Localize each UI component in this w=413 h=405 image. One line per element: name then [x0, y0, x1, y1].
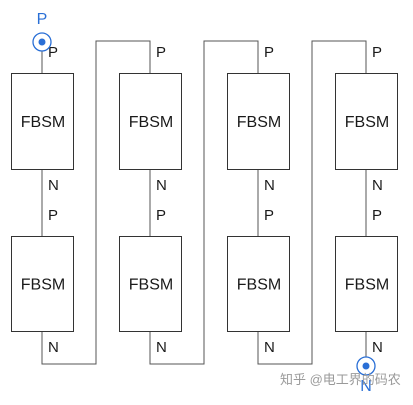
pin-p-c1-upper: P	[48, 44, 58, 61]
fbsm-module-c2-upper: FBSM	[119, 73, 182, 170]
module-label: FBSM	[345, 114, 389, 131]
fbsm-module-c4-upper: FBSM	[335, 73, 398, 170]
fbsm-module-c4-lower: FBSM	[335, 236, 398, 332]
module-box	[335, 73, 398, 170]
pin-p-c2-lower: P	[156, 207, 166, 224]
module-box	[11, 73, 74, 170]
interconnect-1-2	[41, 40, 151, 365]
terminal-positive-ring	[32, 32, 52, 52]
pin-n-c2-upper: N	[156, 177, 167, 194]
pin-n-c4-lower: N	[372, 339, 383, 356]
module-label: FBSM	[21, 114, 65, 131]
module-box	[119, 236, 182, 332]
pin-n-c2-lower: N	[156, 339, 167, 356]
terminal-negative-ring	[356, 356, 376, 376]
module-box	[335, 236, 398, 332]
terminal-positive: P	[32, 11, 52, 52]
module-label: FBSM	[237, 277, 281, 294]
pin-p-c4-lower: P	[372, 207, 382, 224]
fbsm-module-c2-lower: FBSM	[119, 236, 182, 332]
module-box	[227, 236, 290, 332]
terminal-positive-dot	[38, 38, 46, 46]
modules-layer: FBSM FBSM FBSM FBSM FBSM FBSM FBSM FBSM	[11, 73, 398, 332]
pin-p-c2-upper: P	[156, 44, 166, 61]
pin-p-c3-upper: P	[264, 44, 274, 61]
module-label: FBSM	[21, 277, 65, 294]
interconnect-3-4	[257, 40, 367, 365]
terminal-positive-label: P	[37, 11, 48, 28]
pin-p-c3-lower: P	[264, 207, 274, 224]
pin-n-c1-upper: N	[48, 177, 59, 194]
fbsm-module-c1-upper: FBSM	[11, 73, 74, 170]
module-box	[119, 73, 182, 170]
watermark-text: 知乎 @电工界的码农	[280, 372, 401, 387]
module-label: FBSM	[237, 114, 281, 131]
fbsm-module-c1-lower: FBSM	[11, 236, 74, 332]
interconnect-2-3	[149, 40, 259, 365]
fbsm-module-c3-lower: FBSM	[227, 236, 290, 332]
module-label: FBSM	[129, 277, 173, 294]
pin-p-c4-upper: P	[372, 44, 382, 61]
terminal-negative-dot	[362, 362, 370, 370]
terminal-negative: N	[356, 356, 376, 395]
fbsm-module-c3-upper: FBSM	[227, 73, 290, 170]
wires-layer	[41, 40, 367, 365]
module-label: FBSM	[345, 277, 389, 294]
module-label: FBSM	[129, 114, 173, 131]
pin-n-c3-upper: N	[264, 177, 275, 194]
pin-p-c1-lower: P	[48, 207, 58, 224]
pin-n-c1-lower: N	[48, 339, 59, 356]
module-box	[227, 73, 290, 170]
terminal-negative-label: N	[360, 378, 372, 395]
pin-n-c4-upper: N	[372, 177, 383, 194]
pin-n-c3-lower: N	[264, 339, 275, 356]
module-box	[11, 236, 74, 332]
